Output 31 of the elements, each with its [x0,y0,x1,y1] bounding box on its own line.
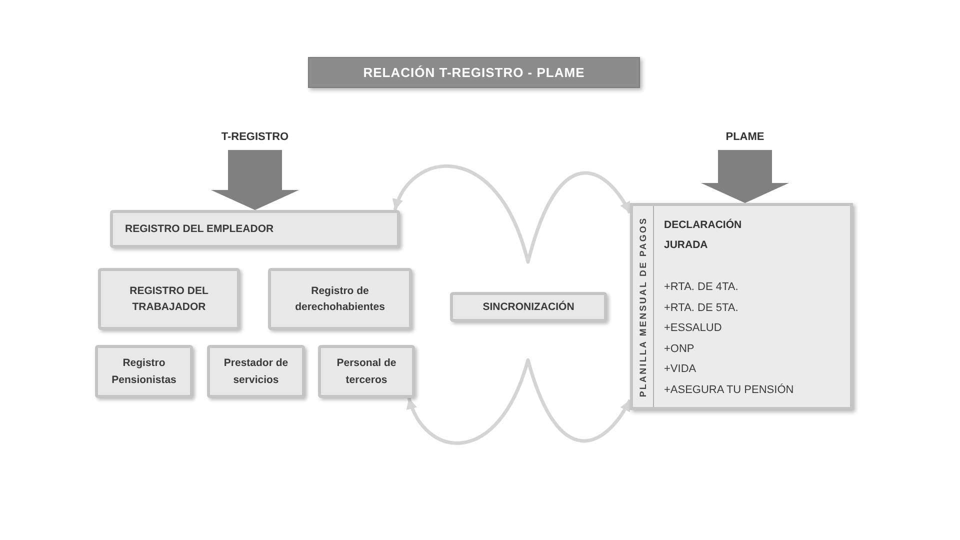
process-box [207,345,305,398]
box-label: Prestador de servicios [222,356,290,388]
process-box [95,345,193,398]
vertical-label: PLANILLA MENSUAL DE PAGOS [638,216,648,397]
list-item: +VIDA [664,362,696,377]
process-box [268,268,412,330]
box-label: REGISTRO DEL EMPLEADOR [125,222,274,237]
panel-heading: DECLARACIÓN [664,218,742,233]
list-item: +ASEGURA TU PENSIÓN [664,382,794,398]
box-label: REGISTRO DEL TRABAJADOR [128,284,210,315]
block-arrow [211,150,299,210]
list-item: +RTA. DE 5TA. [664,300,738,316]
box-label: Personal de terceros [336,356,398,388]
curved-arrow [407,358,632,444]
section-heading: T-REGISTRO [205,128,305,146]
process-box [318,345,415,398]
curved-arrow [393,164,632,264]
diagram-title: RELACIÓN T-REGISTRO - PLAME [308,57,640,88]
section-heading: PLAME [705,128,785,146]
panel-heading: JURADA [664,238,708,253]
list-item: +ONP [664,342,694,356]
process-box [450,292,607,322]
box-label: SINCRONIZACIÓN [482,300,574,315]
box-label: Registro Pensionistas [110,356,178,388]
box-label: Registro de derechohabientes [294,284,386,315]
list-item: +RTA. DE 4TA. [664,280,738,295]
process-box [110,210,400,248]
list-item: +ESSALUD [664,321,722,336]
block-arrow [701,150,789,203]
process-box [98,268,240,330]
declaration-panel [630,203,853,410]
